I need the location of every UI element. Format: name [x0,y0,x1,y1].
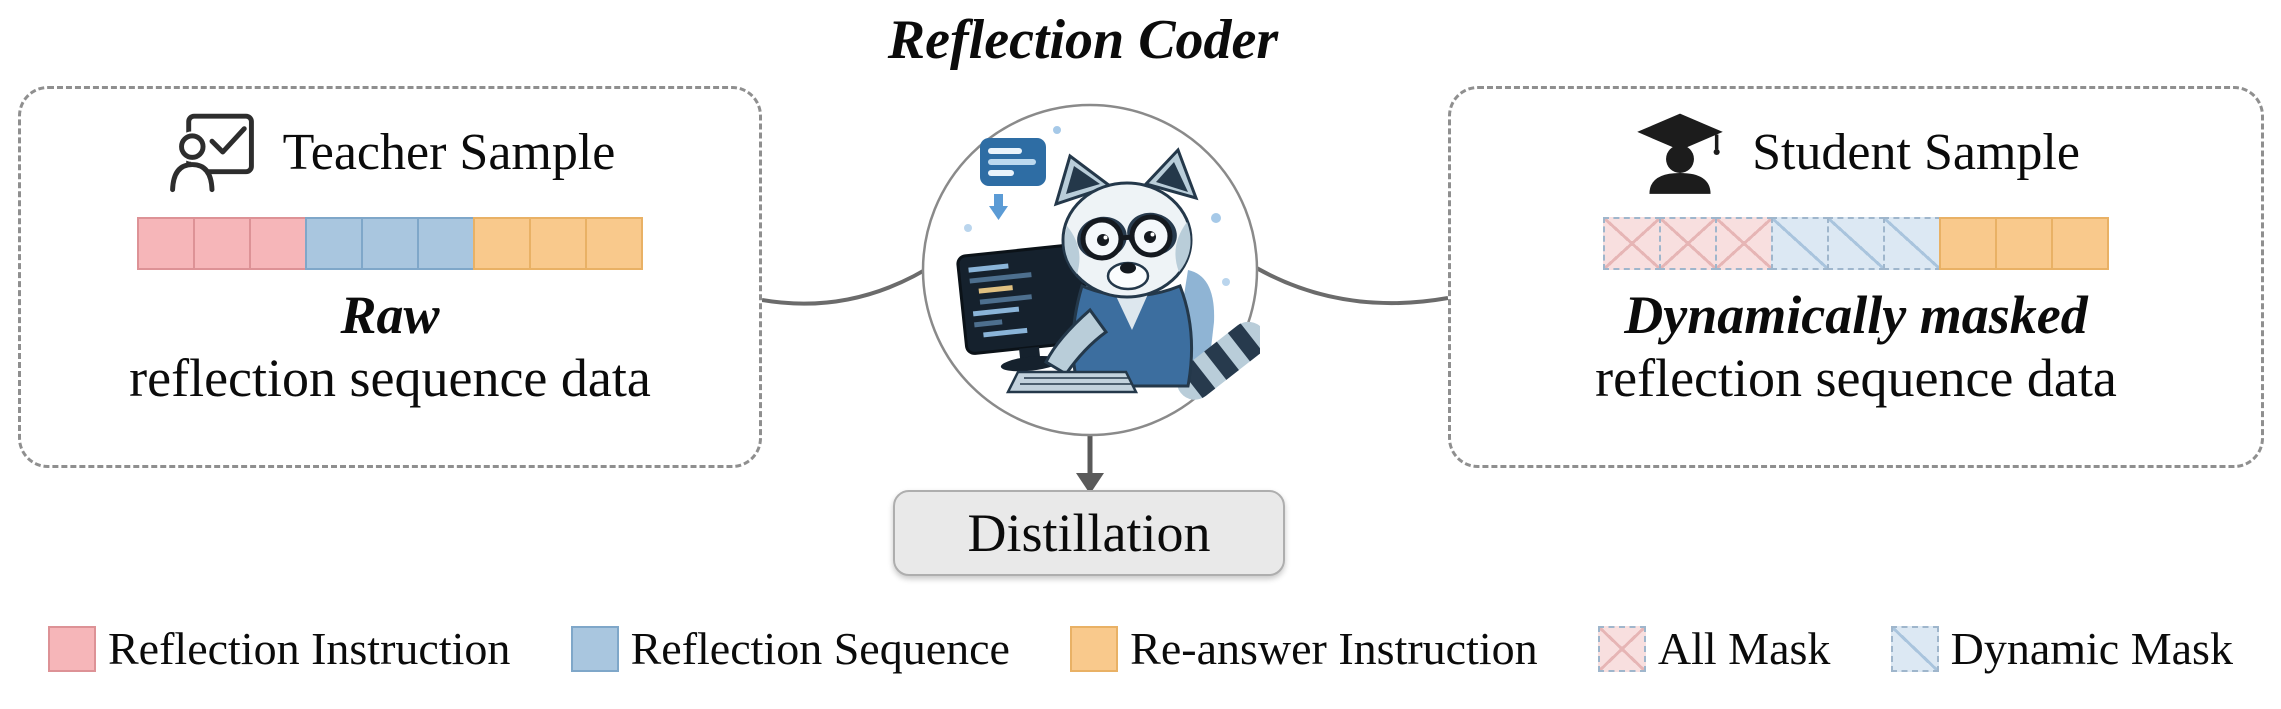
sequence-cell-re-answer-instruction [1939,217,1997,270]
teacher-caption: reflection sequence data [129,348,651,409]
legend-item-reflection-sequence: Reflection Sequence [570,622,1010,675]
graduate-icon [1632,110,1728,194]
legend-item-reflection-instruction: Reflection Instruction [48,622,510,675]
legend: Reflection Instruction Reflection Sequenc… [48,622,2233,675]
legend-label: Reflection Instruction [108,623,511,674]
teacher-box: Teacher Sample Raw reflection sequence d… [18,86,762,468]
sequence-cell-all-mask [1603,217,1661,270]
sequence-cell-reflection-instruction [249,217,307,270]
legend-swatch-reflection-sequence [570,625,619,672]
legend-item-re-answer-instruction: Re-answer Instruction [1070,622,1538,675]
sequence-cell-dynamic-mask [1771,217,1829,270]
legend-swatch-all-mask [1597,625,1646,672]
sequence-cell-reflection-sequence [305,217,363,270]
sequence-cell-re-answer-instruction [585,217,643,270]
sequence-cell-all-mask [1659,217,1717,270]
student-box-title: Student Sample [1752,123,2080,181]
sequence-cell-reflection-sequence [361,217,419,270]
teacher-box-title: Teacher Sample [282,123,616,181]
raccoon-head [1053,147,1199,299]
student-box-header: Student Sample [1632,103,2080,201]
teacher-icon [165,109,259,195]
distillation-box: Distillation [893,490,1285,576]
legend-item-all-mask: All Mask [1597,622,1831,675]
code-snippet-icon [980,138,1046,220]
figure-title: Reflection Coder [887,9,1279,71]
legend-label: All Mask [1657,623,1831,674]
computer-monitor [956,243,1092,372]
sequence-cell-re-answer-instruction [1995,217,2053,270]
sequence-cell-re-answer-instruction [2051,217,2109,270]
teacher-box-header: Teacher Sample [165,103,616,201]
down-arrow-head-icon [1076,473,1104,494]
student-caption: reflection sequence data [1595,348,2117,409]
teacher-sequence [137,217,643,270]
legend-item-dynamic-mask: Dynamic Mask [1890,622,2233,675]
sequence-cell-reflection-sequence [417,217,475,270]
legend-swatch-dynamic-mask [1890,625,1939,672]
legend-label: Dynamic Mask [1950,623,2233,674]
sequence-cell-dynamic-mask [1883,217,1941,270]
sequence-cell-re-answer-instruction [473,217,531,270]
sequence-cell-reflection-instruction [193,217,251,270]
legend-swatch-re-answer-instruction [1070,625,1119,672]
student-box: Student Sample Dynamically masked reflec… [1448,86,2264,468]
student-sequence [1603,217,2109,270]
sequence-cell-re-answer-instruction [529,217,587,270]
raccoon-mascot [920,100,1274,440]
right-connector-line [1241,258,1449,306]
raccoon-body [1005,283,1194,394]
sequence-cell-reflection-instruction [137,217,195,270]
student-caption-bold: Dynamically masked [1624,285,2088,345]
teacher-caption-bold: Raw [340,285,440,345]
legend-label: Reflection Sequence [630,623,1010,674]
legend-swatch-reflection-instruction [48,625,96,672]
legend-label: Re-answer Instruction [1130,623,1538,674]
sequence-cell-all-mask [1715,217,1773,270]
left-connector-line [761,260,940,306]
sequence-cell-dynamic-mask [1827,217,1885,270]
